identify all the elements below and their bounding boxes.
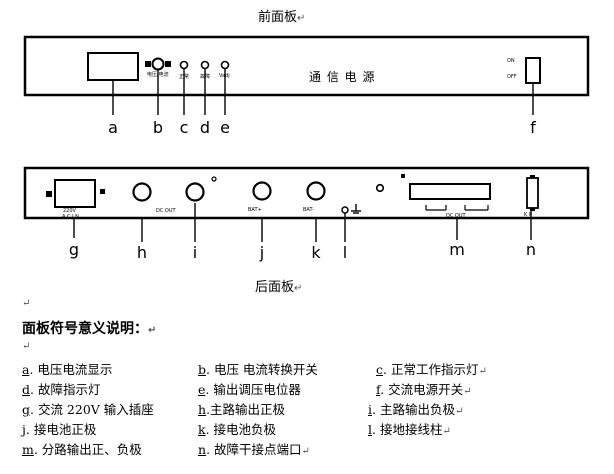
- label-c: c: [179, 118, 189, 137]
- ac-socket: [54, 179, 96, 208]
- legend-item: n. 故障干接点端口↵: [198, 442, 310, 457]
- normal-indicator: [179, 60, 189, 70]
- legend-item: l. 接地接线柱↵: [368, 422, 451, 437]
- back-screw-left: [46, 191, 52, 197]
- selector-switch: [151, 57, 165, 71]
- ac-voltage-label: 220V: [63, 208, 76, 214]
- normal-tiny-label: 正常: [179, 74, 190, 80]
- dc-out-label-2: DC OUT: [446, 213, 466, 219]
- legend-item: i. 主路输出负极↵: [368, 402, 464, 417]
- switch-tiny-label: 电压/电流: [147, 72, 169, 78]
- label-b: b: [152, 118, 164, 137]
- battery-negative: [306, 181, 326, 201]
- front-leader-lines: [112, 69, 534, 115]
- bat-plus-label: BAT+: [248, 207, 262, 213]
- back-panel-title: 后面板↵: [255, 276, 302, 295]
- legend-item: m. 分路输出正、负极: [22, 442, 142, 457]
- ground-icon: [351, 204, 361, 214]
- front-panel-outline: [23, 35, 590, 97]
- blank-line-mark-2: ↵: [22, 341, 31, 352]
- label-n: n: [525, 240, 537, 259]
- label-h: h: [136, 243, 148, 262]
- label-a: a: [108, 118, 118, 137]
- label-g: g: [68, 240, 80, 259]
- main-output-positive: [132, 182, 152, 202]
- return-mark: ↵: [148, 325, 157, 336]
- vadj-tiny-label: Vadj: [219, 73, 230, 79]
- switch-on-label: ON: [507, 58, 515, 64]
- label-l: l: [342, 243, 348, 262]
- switch-right-marker: [165, 61, 171, 67]
- legend-row: a. 电压电流显示 b. 电压 电流转换开关 c. 正常工作指示灯↵: [22, 359, 602, 379]
- fault-port-label: K P: [524, 212, 532, 218]
- label-d: d: [199, 118, 211, 137]
- legend-item: d. 故障指示灯: [22, 382, 101, 397]
- label-m: m: [449, 240, 465, 259]
- branch-bracket: [425, 205, 489, 211]
- legend-item: k. 接电池负极: [198, 422, 277, 437]
- legend-heading-text: 面板符号意义说明：: [22, 321, 148, 337]
- label-k: k: [311, 243, 321, 262]
- legend-row: g. 交流 220V 输入插座 h.主路输出正极 i. 主路输出负极↵: [22, 399, 602, 419]
- ac-in-label: A C I N: [62, 214, 79, 220]
- fault-indicator: [200, 60, 210, 70]
- label-j: j: [259, 243, 265, 262]
- legend-row: m. 分路输出正、负极 n. 故障干接点端口↵: [22, 439, 602, 459]
- branch-terminal-block: [409, 183, 491, 200]
- display-window: [87, 52, 139, 81]
- ground-post: [341, 206, 349, 214]
- return-mark: ↵: [294, 283, 303, 294]
- fault-contact-port: [526, 177, 539, 209]
- legend-item: g. 交流 220V 输入插座: [22, 402, 154, 417]
- legend-item: f. 交流电源开关↵: [376, 382, 472, 397]
- front-panel-name: 通 信 电 源: [309, 70, 376, 84]
- front-panel-title: 前面板↵: [258, 6, 305, 25]
- voltage-adjuster: [220, 60, 230, 70]
- legend-item: c. 正常工作指示灯↵: [376, 362, 487, 377]
- legend-table: a. 电压电流显示 b. 电压 电流转换开关 c. 正常工作指示灯↵ d. 故障…: [22, 359, 602, 459]
- fault-tiny-label: 故障: [200, 74, 211, 80]
- switch-left-marker: [145, 61, 151, 67]
- corner-dot: [401, 174, 405, 178]
- back-leader-lines: [73, 203, 532, 242]
- battery-positive: [252, 181, 272, 201]
- power-switch: [525, 57, 541, 84]
- screw-hole: [375, 183, 385, 193]
- main-output-negative: [185, 182, 205, 202]
- back-screw-right: [100, 189, 105, 194]
- dc-out-label-1: DC OUT: [156, 208, 176, 214]
- legend-item: h.主路输出正极: [198, 402, 286, 417]
- legend-item: a. 电压电流显示: [22, 362, 113, 377]
- legend-row: j. 接电池正极 k. 接电池负极 l. 接地接线柱↵: [22, 419, 602, 439]
- switch-off-label: OFF: [507, 74, 517, 80]
- blank-line-mark: ↵: [22, 298, 31, 309]
- legend-heading: 面板符号意义说明：↵: [22, 318, 156, 338]
- legend-row: d. 故障指示灯 e. 输出调压电位器 f. 交流电源开关↵: [22, 379, 602, 399]
- return-mark: ↵: [297, 13, 306, 24]
- front-title-text: 前面板: [258, 10, 298, 25]
- legend-item: b. 电压 电流转换开关: [198, 362, 318, 377]
- bat-minus-label: BAT-: [303, 207, 314, 213]
- legend-item: j. 接电池正极: [22, 422, 97, 437]
- back-title-text: 后面板: [255, 280, 295, 295]
- label-i: i: [192, 243, 198, 262]
- small-hole: [211, 176, 217, 182]
- label-e: e: [220, 118, 230, 137]
- back-panel-outline: [23, 166, 590, 220]
- label-f: f: [530, 118, 536, 137]
- legend-item: e. 输出调压电位器: [198, 382, 301, 397]
